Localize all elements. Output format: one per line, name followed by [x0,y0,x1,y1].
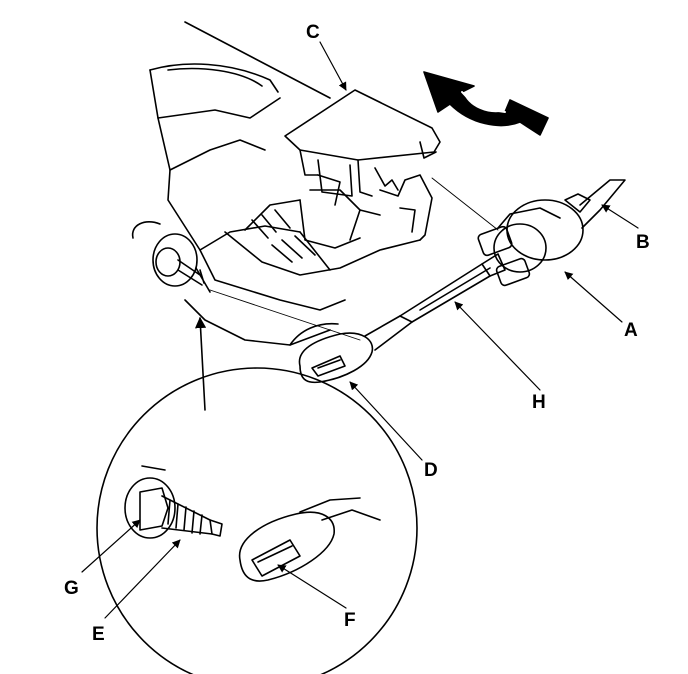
callout-leaders [81,41,639,619]
leader-b [601,204,639,229]
callout-label-a: A [624,320,638,341]
shifter-housing [149,21,433,346]
callout-label-d: D [424,460,438,481]
callout-label-c: C [306,22,320,43]
callout-label-h: H [532,392,546,413]
leader-c [319,41,347,91]
callout-label-g: G [64,578,79,599]
cable-holder-a [477,179,626,287]
guide-lines [209,177,499,341]
detail-magnifier [96,367,418,674]
leader-g [81,519,141,573]
leader-h [454,301,541,391]
removal-direction-arrow [423,71,549,136]
leader-e [104,539,181,619]
detail-pointer-arrow [194,316,207,411]
leader-f [277,564,347,609]
leader-a [564,271,623,323]
cable-end-d [298,332,374,384]
leader-d [349,381,423,461]
cover-c [284,89,441,197]
callout-label-e: E [92,624,105,645]
callout-label-b: B [636,232,650,253]
mounting-bolt [131,221,211,293]
cable-shaft-h [364,253,506,351]
callout-label-f: F [344,610,356,631]
